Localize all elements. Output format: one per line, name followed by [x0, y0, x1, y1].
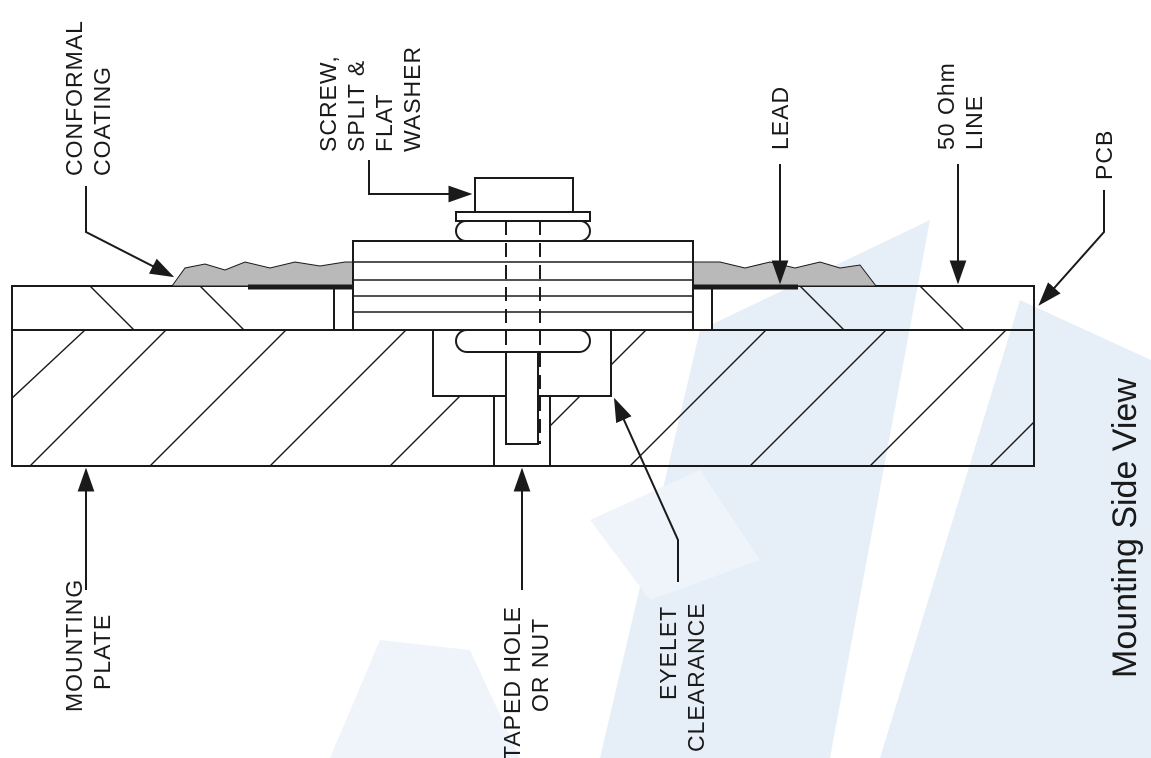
- label-conformal-coating-2: COATING: [89, 66, 115, 176]
- label-taped-hole-1: TAPED HOLE: [499, 606, 525, 758]
- label-screw-3: FLAT: [371, 93, 397, 152]
- leaders: [77, 160, 1105, 590]
- label-mounting-plate-1: MOUNTING: [61, 579, 87, 712]
- label-eyelet-2: CLEARANCE: [683, 602, 709, 752]
- nut-clearance: [432, 329, 612, 467]
- label-ohm-line-2: LINE: [961, 95, 987, 150]
- label-lead: LEAD: [767, 86, 793, 150]
- leader-eyelet-clearance: [614, 397, 679, 582]
- label-screw-4: WASHER: [399, 46, 425, 152]
- label-pcb: PCB: [1091, 130, 1117, 180]
- label-screw-2: SPLIT &: [343, 60, 369, 152]
- label-taped-hole-2: OR NUT: [527, 618, 553, 712]
- diagram-title: Mounting Side View: [1106, 378, 1144, 678]
- pcb-hatching: [89, 286, 965, 330]
- label-eyelet-1: EYELET: [655, 606, 681, 700]
- label-screw-1: SCREW,: [315, 55, 341, 152]
- leader-pcb: [1038, 190, 1105, 306]
- leader-screw-washer: [368, 160, 473, 203]
- leader-conformal-coating: [85, 186, 175, 278]
- screw-assembly: [455, 177, 591, 242]
- label-conformal-coating-1: CONFORMAL: [61, 20, 87, 176]
- label-ohm-line-1: 50 Ohm: [933, 62, 959, 150]
- package-body: [352, 240, 694, 331]
- conformal-coating-left: [171, 261, 354, 287]
- label-mounting-plate-2: PLATE: [89, 614, 115, 690]
